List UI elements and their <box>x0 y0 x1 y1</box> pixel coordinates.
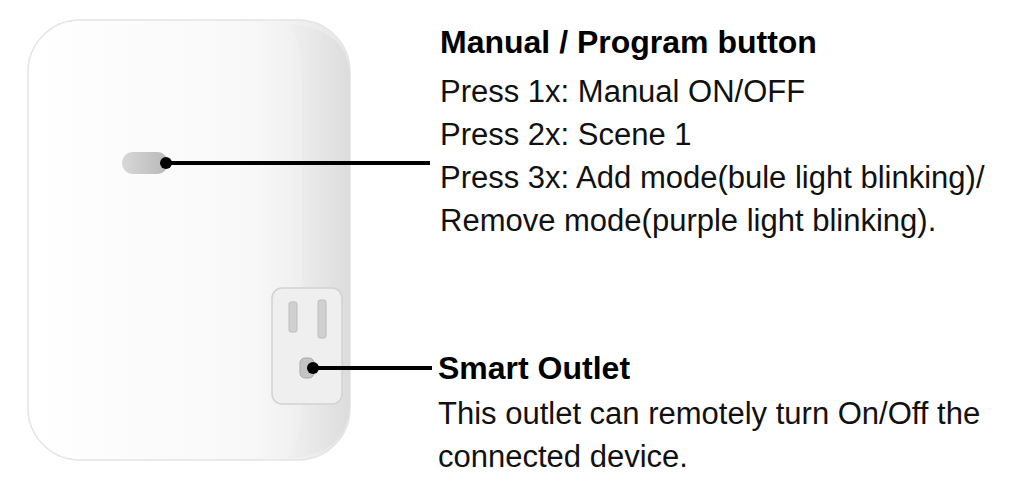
plug-body <box>28 20 350 460</box>
leader-dot <box>307 362 319 374</box>
callout-heading: Manual / Program button <box>440 22 1006 62</box>
callout-description: This outlet can remotely turn On/Off the… <box>438 392 1006 478</box>
callout-heading: Smart Outlet <box>438 348 1006 388</box>
callout-text-column: Smart OutletThis outlet can remotely tur… <box>438 348 1006 478</box>
leader-line <box>166 161 430 165</box>
outlet-slot <box>318 300 326 338</box>
callout-description: Press 3x: Add mode(bule light blinking)/… <box>440 156 1006 242</box>
outlet-face <box>272 288 342 404</box>
outlet-slot <box>289 302 297 332</box>
callout-description: Press 2x: Scene 1 <box>440 113 1006 156</box>
leader-line <box>313 366 432 370</box>
leader-dot <box>160 157 172 169</box>
callout-description: Press 1x: Manual ON/OFF <box>440 70 1006 113</box>
callout-text-column: Manual / Program buttonPress 1x: Manual … <box>440 22 1006 242</box>
